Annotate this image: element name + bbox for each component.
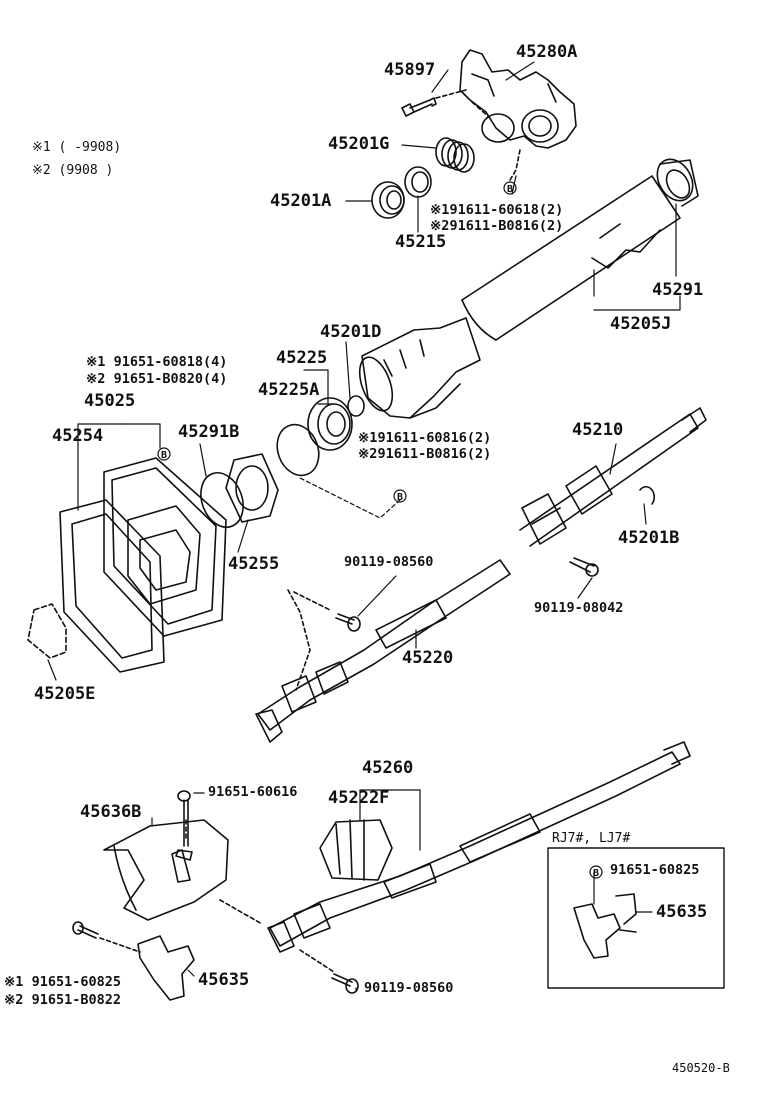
shaft-45260-drawing — [267, 741, 691, 953]
gasket-45254-drawing — [59, 499, 165, 673]
bolt-label-mid-1: ※191611-60816(2) — [358, 430, 492, 446]
part-label-45205J: 45205J — [610, 314, 672, 334]
part-label-45897: 45897 — [384, 60, 436, 80]
part-label-45210: 45210 — [572, 420, 624, 440]
spring-45201G-drawing — [435, 137, 475, 173]
seal-45291-drawing — [656, 158, 699, 207]
bracket-45635-b-drawing — [573, 893, 637, 959]
marker-b-2 — [157, 447, 171, 461]
inset-bolt-label: 91651-60825 — [610, 862, 700, 878]
marker-b-4-text: B — [593, 868, 599, 879]
marker-b-3-text: B — [397, 492, 403, 503]
diagram-code: 450520-B — [672, 1061, 730, 1075]
part-label-45201A: 45201A — [270, 191, 332, 211]
part-label-45260: 45260 — [362, 758, 414, 778]
legend-line-1: ※1 ( -9908) — [32, 140, 122, 155]
legend-line-2: ※2 (9908 ) — [32, 163, 114, 178]
part-label-45291B: 45291B — [178, 422, 240, 442]
part-label-45255: 45255 — [228, 554, 280, 574]
column-tube-45205J-drawing — [461, 175, 681, 341]
bolt-label-mid-2: ※291611-B0816(2) — [358, 446, 492, 462]
part-label-45225A: 45225A — [258, 380, 320, 400]
shaft-45220-drawing — [255, 559, 511, 743]
boot-45025-drawing — [103, 457, 227, 637]
part-label-45635-a: 45635 — [198, 970, 250, 990]
part-label-90119-08042: 90119-08042 — [534, 600, 624, 616]
bolt-label-top-1: ※191611-60618(2) — [430, 202, 564, 218]
bolt-90119-08560-a-drawing — [335, 613, 361, 632]
o-ring-drawing — [276, 423, 320, 477]
part-label-90119-08560-a: 90119-08560 — [344, 554, 434, 570]
cover-45636B-drawing — [103, 819, 229, 921]
bolt-90119-08560-b-drawing — [331, 973, 359, 994]
part-label-45225: 45225 — [276, 348, 328, 368]
ring-45215-drawing — [404, 166, 432, 198]
part-label-90119-08560-b: 90119-08560 — [364, 980, 454, 996]
bolt-91651-60825-drawing — [72, 921, 99, 939]
part-label-45025: 45025 — [84, 391, 136, 411]
bolt-markers: B B B B — [157, 181, 603, 879]
plate-45255-drawing — [225, 453, 279, 523]
marker-b-2-text: B — [161, 450, 167, 461]
bolt-label-bottom-1: ※1 91651-60825 — [4, 974, 121, 990]
shaft-45210-drawing — [519, 407, 707, 547]
part-label-45635-b: 45635 — [656, 902, 708, 922]
column-housing-drawing — [358, 317, 481, 419]
part-label-45280A: 45280A — [516, 42, 578, 62]
bolt-label-left-2: ※2 91651-B0820(4) — [86, 371, 228, 387]
boot-45222F-drawing — [319, 819, 393, 881]
bolt-label-top-2: ※291611-B0816(2) — [430, 218, 564, 234]
bolt-45897-drawing — [401, 97, 437, 117]
part-label-45254: 45254 — [52, 426, 104, 446]
bracket-45635-a-drawing — [137, 935, 195, 1001]
part-label-45201G: 45201G — [328, 134, 390, 154]
part-label-45201B: 45201B — [618, 528, 680, 548]
part-label-45222F: 45222F — [328, 788, 390, 808]
part-label-45215: 45215 — [395, 232, 447, 252]
bracket-45280A-drawing — [459, 49, 577, 149]
part-label-45291: 45291 — [652, 280, 704, 300]
bearing-45225-drawing — [307, 397, 353, 451]
circlip-45201B-drawing — [639, 485, 656, 505]
bolt-label-bottom-2: ※2 91651-B0822 — [4, 992, 121, 1008]
leader — [435, 89, 467, 99]
marker-b-3 — [393, 489, 407, 503]
bolt-91651-60616-drawing — [175, 790, 193, 861]
marker-b-4 — [589, 865, 603, 879]
bolt-label-left-1: ※1 91651-60818(4) — [86, 354, 228, 370]
marker-b-1 — [503, 181, 517, 195]
part-label-45220: 45220 — [402, 648, 454, 668]
inset-title: RJ7#, LJ7# — [552, 831, 631, 846]
gasket-45205E-drawing — [27, 603, 67, 659]
part-label-45636B: 45636B — [80, 802, 142, 822]
part-label-45201D: 45201D — [320, 322, 382, 342]
leader-lines — [47, 61, 681, 991]
part-label-45205E: 45205E — [34, 684, 96, 704]
bearing-45201A-drawing — [371, 181, 405, 219]
snap-ring-45201D-drawing — [347, 395, 365, 417]
inset-box — [547, 847, 725, 989]
bolt-90119-08042-drawing — [569, 557, 599, 577]
marker-b-1-text: B — [507, 184, 513, 195]
part-label-91651-60616: 91651-60616 — [208, 784, 298, 800]
